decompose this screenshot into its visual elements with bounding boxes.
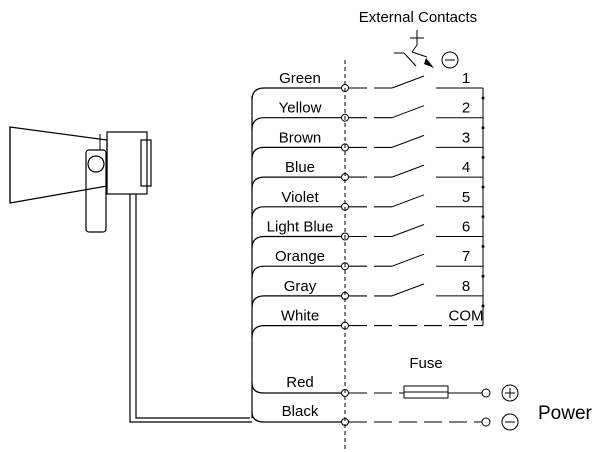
wire-color-label: Green	[279, 70, 321, 87]
contact-actuator-icon	[394, 30, 459, 69]
wire-color-label: Gray	[284, 278, 317, 295]
wire-lead	[251, 235, 341, 249]
wire-lead	[251, 295, 341, 308]
wire-color-label: Orange	[275, 248, 325, 265]
bus-junction-dot	[481, 245, 485, 248]
wire-lead	[251, 206, 341, 219]
bus-junction-dot	[481, 126, 485, 130]
external-contacts-title: External Contacts	[359, 9, 477, 26]
terminal-number-label: 2	[462, 100, 470, 117]
wire-color-label: Light Blue	[267, 219, 334, 236]
terminal-number-label: 8	[462, 278, 470, 295]
wire-color-label: Violet	[281, 189, 319, 206]
wire-lead	[251, 325, 341, 338]
minus-symbol-icon	[501, 413, 519, 431]
terminal-number-label: 7	[462, 248, 470, 265]
bus-junction-dot	[481, 185, 485, 189]
power-wire-label: Red	[286, 374, 314, 391]
connector-pin	[341, 113, 349, 122]
power-wire-lead	[251, 382, 341, 394]
connector-pin	[341, 232, 349, 241]
main-cable	[129, 194, 252, 423]
bus-junction-dot	[481, 96, 485, 100]
horn-speaker-icon	[9, 126, 152, 233]
wire-color-label: Yellow	[279, 100, 322, 117]
wire-color-label: Brown	[279, 129, 322, 146]
bus-junction-dot	[481, 215, 485, 219]
switch-contact-icon	[391, 253, 425, 267]
bus-junction-dot	[481, 274, 485, 278]
switch-contact-icon	[391, 224, 425, 237]
switch-contact-icon	[391, 75, 425, 89]
power-wire-lead	[251, 411, 341, 423]
wire-lead	[251, 117, 341, 130]
terminal-number-label: COM	[449, 308, 484, 325]
switch-contact-icon	[391, 134, 425, 148]
wire-lead	[251, 146, 341, 160]
switch-contact-icon	[391, 283, 425, 297]
terminal-number-label: 1	[462, 70, 470, 87]
connector-pin	[341, 143, 349, 152]
fuse-label: Fuse	[409, 355, 442, 372]
switch-contact-icon	[391, 194, 425, 208]
wire-lead	[251, 87, 341, 101]
terminal-number-label: 3	[462, 129, 470, 146]
wire-color-label: White	[281, 308, 319, 325]
wire-color-label: Blue	[285, 159, 315, 176]
switch-contact-icon	[391, 105, 425, 119]
switch-contact-icon	[391, 164, 425, 178]
plus-terminal-icon	[481, 388, 491, 398]
power-section: Fuse Power	[403, 355, 593, 431]
power-label: Power	[538, 403, 593, 424]
bus-junction-dot	[481, 155, 485, 159]
terminal-number-label: 5	[462, 189, 470, 206]
connector-pin	[341, 262, 349, 271]
plus-symbol-icon	[501, 384, 519, 402]
terminal-number-label: 6	[462, 219, 470, 236]
common-bus	[481, 88, 485, 326]
main-cable-inner	[135, 194, 250, 419]
power-wire-label: Black	[282, 403, 319, 420]
wire-lead	[251, 265, 341, 279]
wire-lead	[251, 176, 341, 190]
terminal-number-label: 4	[462, 159, 470, 176]
bus-junction-dot	[481, 304, 485, 308]
minus-terminal-icon	[481, 417, 491, 427]
